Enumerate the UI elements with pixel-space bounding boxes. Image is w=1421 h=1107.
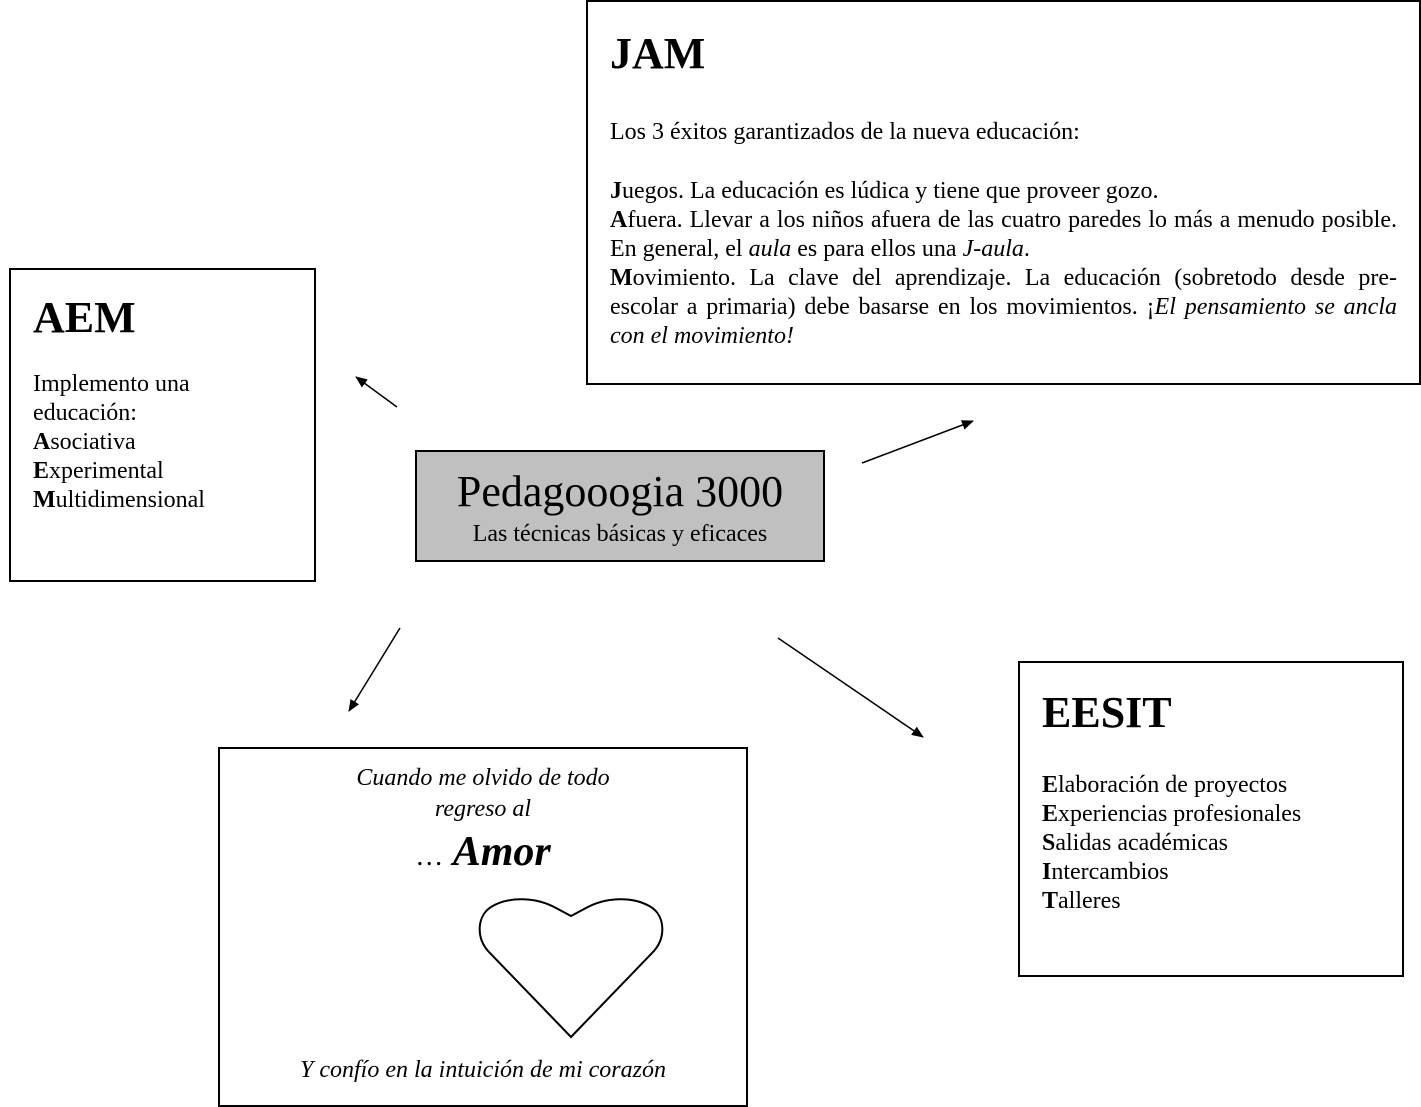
amor-box: Cuando me olvido de todo regreso al … Am…	[218, 747, 748, 1107]
jam-box: JAM Los 3 éxitos garantizados de la nuev…	[586, 0, 1421, 385]
jam-item-afuera: Afuera. Llevar a los niños afuera de las…	[610, 207, 1397, 262]
eesit-box: EESIT Elaboración de proyectos Experienc…	[1018, 661, 1404, 977]
aem-item: Experimental	[33, 458, 164, 484]
aem-box: AEM Implemento una educación: Asociativa…	[9, 268, 316, 582]
arrow-to-jam	[861, 420, 974, 464]
eesit-item: Experiencias profesionales	[1042, 801, 1302, 827]
eesit-title: EESIT	[1042, 688, 1172, 737]
aem-body: Implemento una educación: Asociativa Exp…	[33, 370, 292, 515]
amor-bottom-line: Y confío en la intuición de mi corazón	[300, 1057, 666, 1083]
amor-line-1: Cuando me olvido de todo	[356, 765, 610, 791]
jam-list: Juegos. La educación es lúdica y tiene q…	[610, 177, 1397, 351]
center-node: Pedagooogia 3000 Las técnicas básicas y …	[415, 450, 825, 562]
aem-intro: Implemento una educación:	[33, 371, 190, 426]
connector-arrows	[348, 376, 974, 738]
center-subtitle: Las técnicas básicas y eficaces	[472, 521, 768, 547]
arrow-to-eesit	[777, 637, 924, 738]
amor-ellipsis: …	[415, 841, 444, 872]
amor-heading: … Amor	[220, 829, 746, 880]
arrow-to-aem	[355, 376, 398, 408]
aem-title: AEM	[33, 293, 136, 342]
eesit-item: Salidas académicas	[1042, 830, 1228, 856]
eesit-item: Elaboración de proyectos	[1042, 772, 1288, 798]
eesit-list: Elaboración de proyectos Experiencias pr…	[1042, 771, 1380, 916]
jam-intro: Los 3 éxitos garantizados de la nueva ed…	[610, 119, 1080, 145]
center-title: Pedagooogia 3000	[456, 467, 784, 516]
jam-title: JAM	[610, 29, 706, 78]
jam-item-juegos: Juegos. La educación es lúdica y tiene q…	[610, 178, 1159, 204]
aem-item: Multidimensional	[33, 487, 205, 513]
aem-item: Asociativa	[33, 429, 136, 455]
arrow-to-amor	[348, 627, 401, 712]
jam-item-movimiento: Movimiento. La clave del aprendizaje. La…	[610, 265, 1398, 349]
amor-word: Amor	[452, 829, 551, 875]
amor-line-2: regreso al	[434, 796, 532, 822]
eesit-item: Talleres	[1042, 888, 1121, 914]
eesit-item: Intercambios	[1042, 859, 1169, 885]
heart-icon	[478, 898, 664, 1039]
